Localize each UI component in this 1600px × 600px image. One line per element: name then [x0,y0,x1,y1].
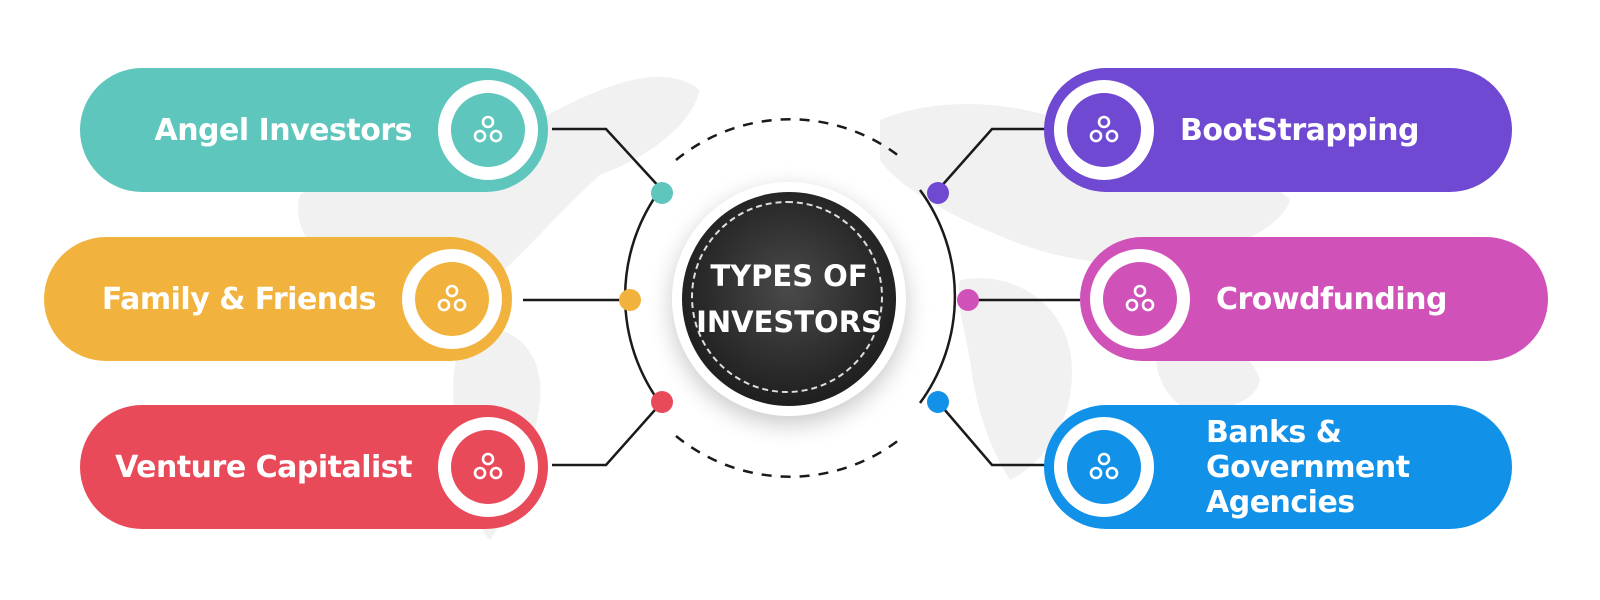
pill-label: BootStrapping [1180,112,1419,148]
node-dot-family-friends [619,289,641,311]
pill-label: Crowdfunding [1216,281,1447,317]
pill-bootstrapping: BootStrapping [1044,68,1512,192]
icon-badge [1054,80,1154,180]
connector-bootstrapping [937,127,1046,191]
pill-label-line: Agencies [1206,484,1355,520]
three-circles-icon [1067,430,1141,504]
connector-banks-government [937,401,1046,467]
node-dot-crowdfunding [957,289,979,311]
connector-angel-investors [552,127,663,191]
three-circles-icon [451,93,525,167]
node-dot-banks-government [927,391,949,413]
pill-venture-capitalist: Venture Capitalist [80,405,548,529]
node-dot-bootstrapping [927,182,949,204]
icon-badge [1054,417,1154,517]
pill-crowdfunding: Crowdfunding [1080,237,1548,361]
icon-badge [438,80,538,180]
icon-badge [438,417,538,517]
center-title-line-2: INVESTORS [696,305,882,339]
ring-arc-right [918,189,957,404]
dashed-ring-arc-bottom [675,435,905,478]
connector-venture-capitalist [552,401,663,467]
center-disc: TYPES OF INVESTORS [682,192,896,406]
icon-badge [402,249,502,349]
pill-label-line: Banks & [1206,414,1342,450]
pill-label: Family & Friends [101,281,377,317]
icon-badge [1090,249,1190,349]
three-circles-icon [415,262,489,336]
center-dashed-ring [691,201,883,393]
node-dot-angel-investors [651,182,673,204]
center-title-line-1: TYPES OF [710,259,868,293]
three-circles-icon [451,430,525,504]
pill-banks-government-agencies: Banks & Government Agencies [1044,405,1512,529]
three-circles-icon [1103,262,1177,336]
three-circles-icon [1067,93,1141,167]
pill-label-stack: Banks & Government Agencies [1180,415,1410,520]
dashed-ring-arc-top [675,118,905,161]
center-hub: TYPES OF INVESTORS [672,182,906,416]
pill-family-friends: Family & Friends [44,237,512,361]
pill-label: Angel Investors [154,112,412,148]
node-dot-venture-capitalist [651,391,673,413]
pill-label-line: Government [1206,449,1410,485]
pill-label: Venture Capitalist [115,449,412,485]
center-title: TYPES OF INVESTORS [682,192,896,406]
pill-angel-investors: Angel Investors [80,68,548,192]
